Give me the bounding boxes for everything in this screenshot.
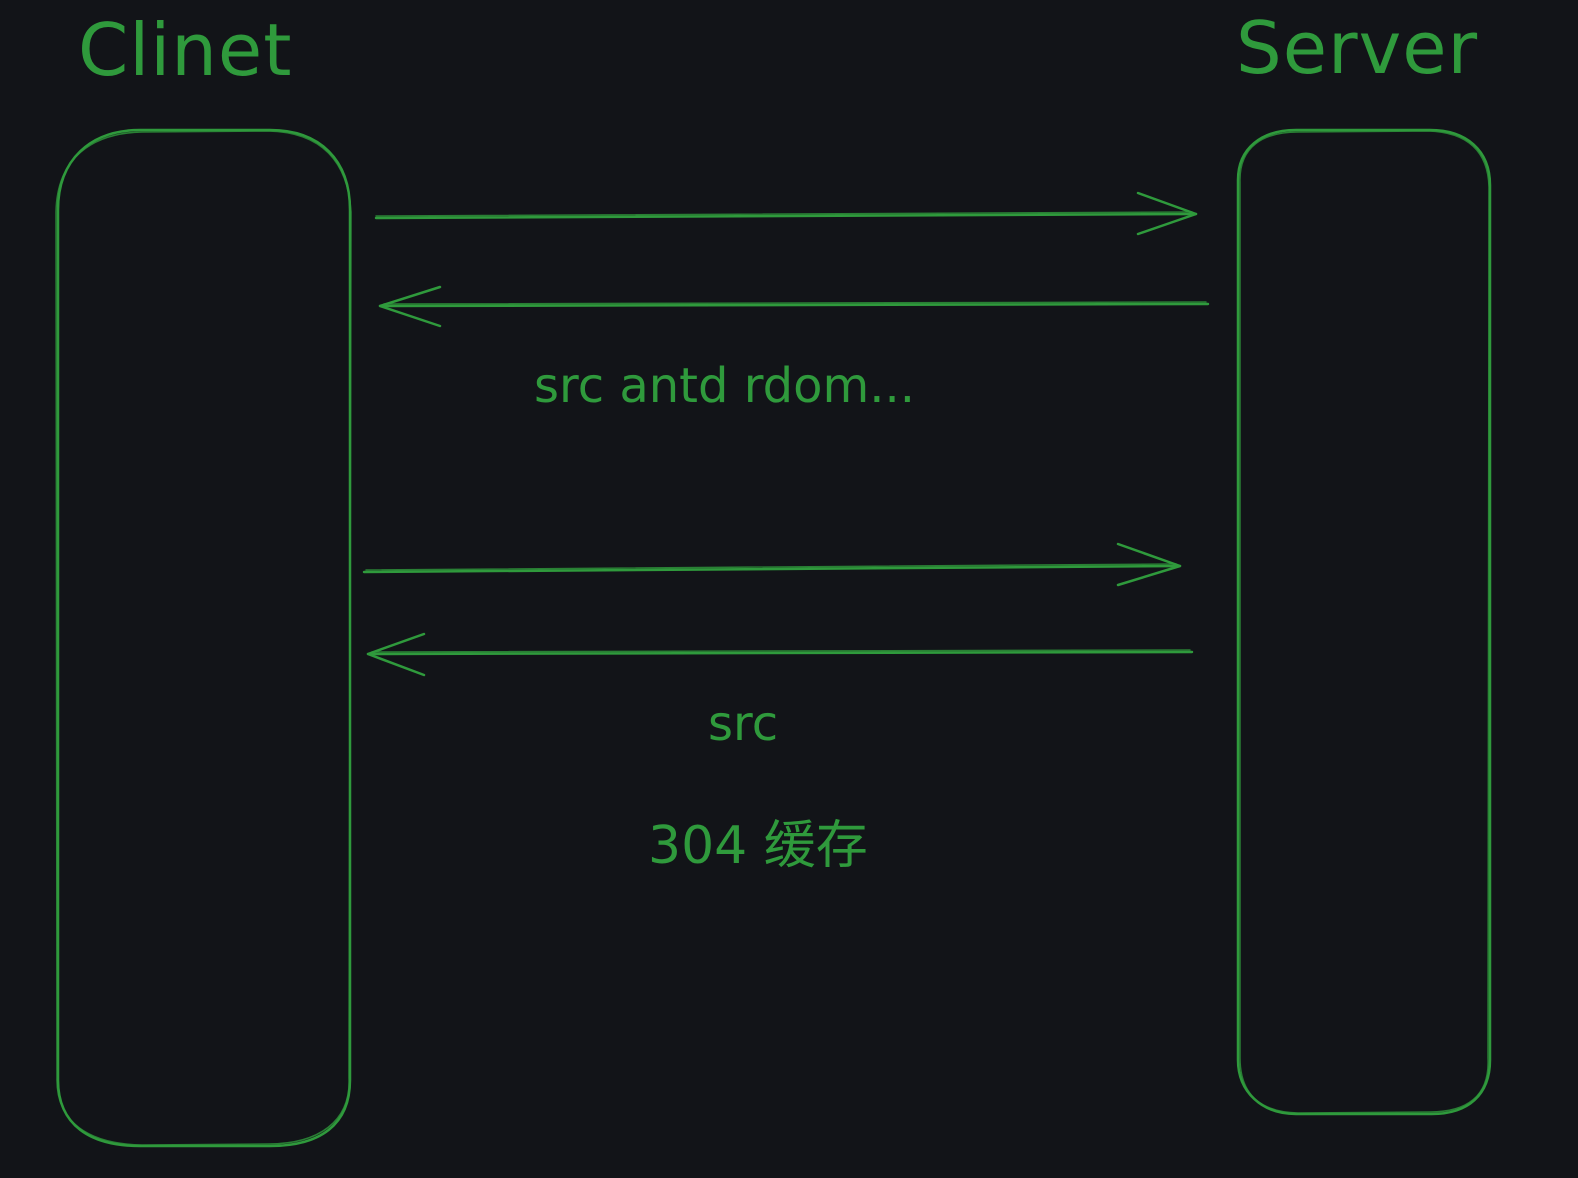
cache-label: 304 缓存 — [648, 816, 868, 876]
client-title: Clinet — [78, 8, 293, 92]
arrow-response-1 — [378, 285, 1210, 328]
arrow-request-2 — [362, 542, 1182, 587]
arrow-response-2 — [366, 632, 1194, 677]
response-label-2: src — [708, 696, 779, 752]
client-box — [55, 128, 352, 1148]
server-box — [1236, 128, 1492, 1116]
response-label-1: src antd rdom... — [534, 358, 915, 414]
arrow-request-1 — [374, 191, 1198, 236]
server-title: Server — [1236, 6, 1479, 90]
